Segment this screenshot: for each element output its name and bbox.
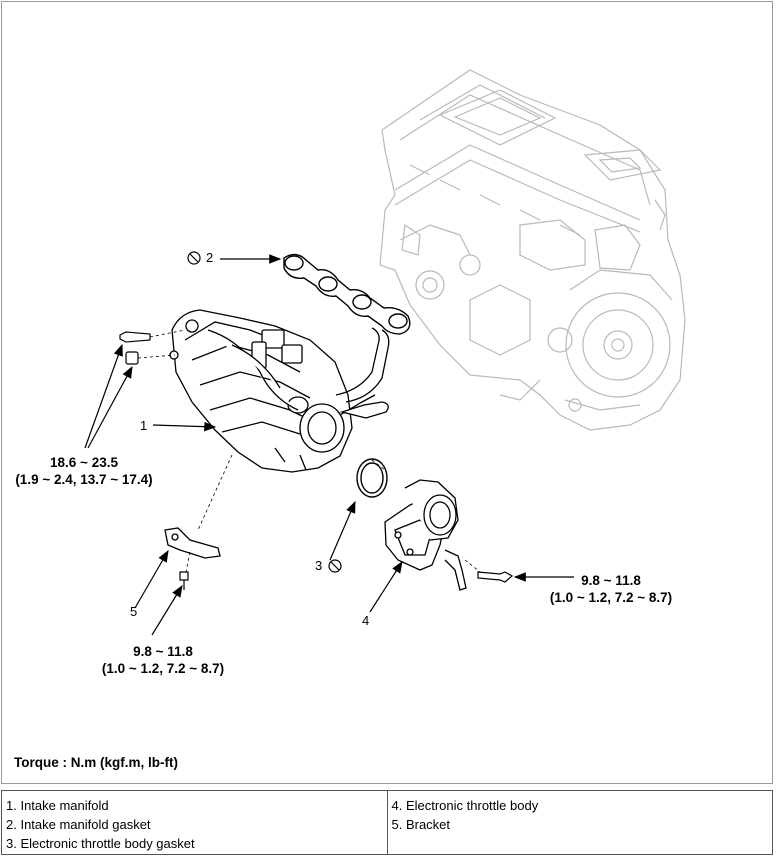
parts-legend: 1. Intake manifold 2. Intake manifold ga…	[1, 790, 773, 855]
callout-5: 5	[130, 604, 138, 619]
torque-throttle-body-bolts: 9.8 ~ 11.8 (1.0 ~ 1.2, 7.2 ~ 8.7)	[540, 572, 682, 606]
torque-bracket-bolt: 9.8 ~ 11.8 (1.0 ~ 1.2, 7.2 ~ 8.7)	[92, 643, 234, 677]
torque-value-alt: (1.0 ~ 1.2, 7.2 ~ 8.7)	[549, 590, 673, 605]
engine-block-drawing	[379, 69, 686, 431]
diagram-frame	[1, 1, 773, 784]
intake-manifold-gasket-drawing	[283, 253, 411, 335]
no-reuse-icon	[328, 559, 342, 573]
no-reuse-icon	[187, 251, 201, 265]
legend-item: 3. Electronic throttle body gasket	[6, 836, 195, 851]
torque-manifold-bolts: 18.6 ~ 23.5 (1.9 ~ 2.4, 13.7 ~ 17.4)	[6, 454, 162, 488]
alignment-lines	[137, 329, 481, 573]
legend-item: 1. Intake manifold	[6, 798, 109, 813]
legend-item: 4. Electronic throttle body	[391, 798, 539, 813]
torque-value-nm: 18.6 ~ 23.5	[50, 455, 118, 470]
torque-value-nm: 9.8 ~ 11.8	[133, 644, 193, 659]
callout-3: 3	[315, 558, 323, 573]
throttle-body-gasket-drawing	[356, 458, 388, 498]
callout-1: 1	[140, 418, 148, 433]
exploded-view-diagram	[84, 69, 686, 636]
throttle-body-drawing	[384, 479, 467, 591]
torque-value-nm: 9.8 ~ 11.8	[581, 573, 641, 588]
torque-value-alt: (1.0 ~ 1.2, 7.2 ~ 8.7)	[101, 661, 225, 676]
legend-column-right: 4. Electronic throttle body 5. Bracket	[386, 791, 773, 854]
bolts-drawing	[119, 331, 514, 590]
bracket-drawing	[164, 527, 221, 559]
legend-item: 5. Bracket	[391, 817, 451, 832]
torque-units-note: Torque : N.m (kgf.m, lb-ft)	[14, 755, 178, 770]
leader-arrows	[84, 254, 574, 636]
legend-column-left: 1. Intake manifold 2. Intake manifold ga…	[2, 791, 387, 854]
callout-4: 4	[362, 613, 370, 628]
intake-manifold-drawing	[169, 309, 390, 473]
callout-2: 2	[206, 250, 214, 265]
legend-item: 2. Intake manifold gasket	[6, 817, 151, 832]
torque-value-alt: (1.9 ~ 2.4, 13.7 ~ 17.4)	[15, 472, 153, 487]
